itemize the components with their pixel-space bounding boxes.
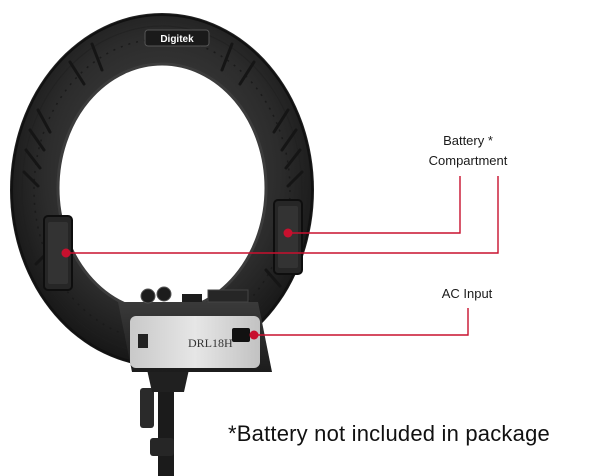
ac-input-label: AC Input: [441, 286, 493, 301]
battery-left-dot: [61, 248, 71, 258]
logo-text: Digitek: [160, 34, 194, 45]
digitek-logo: Digitek: [144, 29, 210, 47]
model-label: DRL18H: [188, 336, 233, 350]
callout-lines: [66, 176, 499, 336]
battery-right-dot: [283, 228, 293, 238]
battery-label-line2: Compartment: [428, 153, 508, 168]
light-stand: [140, 365, 190, 476]
ac-input-dot: [249, 330, 259, 340]
control-base: DRL18H: [118, 286, 272, 372]
callout-dots: [61, 228, 293, 340]
battery-footnote: *Battery not included in package: [228, 421, 550, 446]
ac-input-callout-line: [254, 308, 469, 336]
battery-callout-line-left: [66, 176, 499, 254]
battery-compartment-label: Battery * Compartment: [418, 131, 518, 171]
ring-light-ring: [10, 13, 314, 367]
battery-callout-line-right: [288, 176, 461, 234]
battery-label-line1: Battery *: [443, 133, 493, 148]
